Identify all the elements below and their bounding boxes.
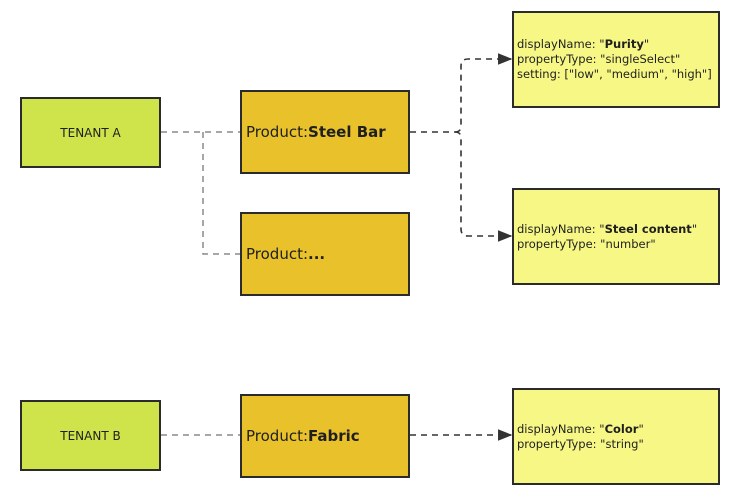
display-name-value: Steel content [604,221,692,236]
display-name-value: Color [604,421,639,436]
tenant-b-label: TENANT B [60,428,121,443]
property-type-line: propertyType: "string" [517,436,644,451]
display-name-line: displayName: "Color" [517,421,644,436]
property-steel-content-node[interactable]: displayName: "Steel content" propertyTyp… [512,188,720,285]
setting-line: setting: ["low", "medium", "high"] [517,67,712,81]
connector-tenant-a-product-more [202,132,240,255]
tenant-b-node[interactable]: TENANT B [20,400,161,471]
product-steel-bar-node[interactable]: Product: Steel Bar [240,90,410,174]
arrow-steel-bar-steel-content [454,131,513,242]
product-more-node[interactable]: Product: ... [240,212,410,296]
product-name: ... [308,245,326,263]
property-purity-node[interactable]: displayName: "Purity" propertyType: "sin… [512,11,720,108]
display-name-line: displayName: "Steel content" [517,221,698,236]
property-type-line: propertyType: "number" [517,236,656,251]
tenant-a-node[interactable]: TENANT A [20,97,161,168]
product-name: Steel Bar [308,123,386,141]
product-name: Fabric [308,427,360,445]
tenant-a-label: TENANT A [60,125,121,140]
product-prefix: Product: [246,123,309,141]
product-fabric-node[interactable]: Product: Fabric [240,394,410,478]
property-color-node[interactable]: displayName: "Color" propertyType: "stri… [512,388,720,485]
arrow-steel-bar-purity [454,53,513,133]
display-name-line: displayName: "Purity" [517,37,650,51]
product-prefix: Product: [246,427,309,445]
display-name-value: Purity [604,37,644,51]
property-type-line: propertyType: "singleSelect" [517,52,681,66]
product-prefix: Product: [246,245,309,263]
